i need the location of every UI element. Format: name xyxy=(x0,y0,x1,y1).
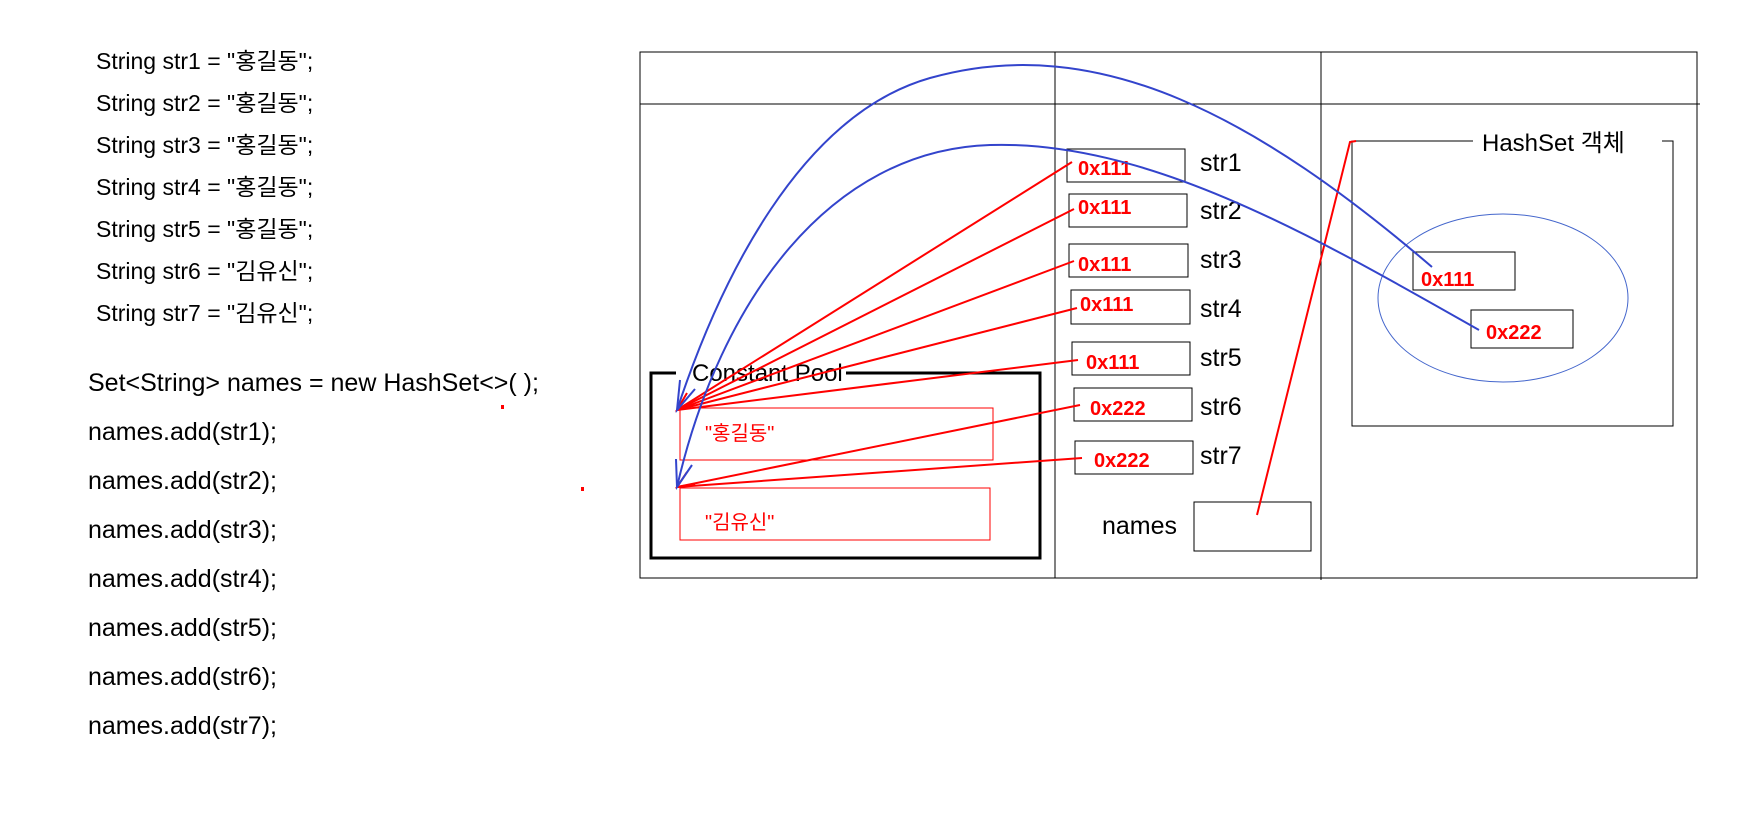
hashset-title: HashSet 객체 xyxy=(1482,130,1625,157)
code-line: names.add(str1); xyxy=(88,418,277,446)
var-name: str6 xyxy=(1200,393,1242,421)
reference-arrow xyxy=(676,404,1081,488)
var-address: 0x222 xyxy=(1094,450,1150,472)
var-box xyxy=(1071,341,1191,376)
pool-string-box xyxy=(679,407,994,461)
var-name: str1 xyxy=(1200,149,1242,177)
var-address: 0x111 xyxy=(1078,197,1131,219)
var-address: 0x111 xyxy=(1078,158,1131,180)
code-line: String str1 = "홍길동"; xyxy=(96,48,314,74)
code-line: names.add(str4); xyxy=(88,565,277,593)
arrowhead xyxy=(675,379,696,414)
code-line: String str6 = "김유신"; xyxy=(96,258,314,284)
names-var-label: names xyxy=(1102,512,1177,540)
pool-string: "김유신" xyxy=(705,511,774,534)
code-line: names.add(str5); xyxy=(88,614,277,642)
var-box xyxy=(1070,289,1191,325)
code-line: String str2 = "홍길동"; xyxy=(96,90,314,116)
reference-arrow xyxy=(676,260,1075,411)
stray-mark xyxy=(501,405,504,409)
var-address: 0x111 xyxy=(1078,254,1131,276)
memory-frame xyxy=(639,51,1700,580)
code-line: String str7 = "김유신"; xyxy=(96,300,314,326)
code-line: names.add(str2); xyxy=(88,467,277,495)
var-address: 0x111 xyxy=(1086,352,1139,374)
var-address: 0x222 xyxy=(1090,398,1146,420)
var-name: str3 xyxy=(1200,246,1242,274)
var-name: str7 xyxy=(1200,442,1242,470)
set-arrow xyxy=(676,143,1480,488)
set-arrow xyxy=(676,64,1433,411)
code-line: names.add(str7); xyxy=(88,712,277,740)
stack-variables: 0x111 str1 0x111 str2 0x111 str3 0x111 s… xyxy=(1066,148,1312,552)
code-line: names.add(str6); xyxy=(88,663,277,691)
hashset-entry: 0x111 xyxy=(1421,269,1474,291)
var-box xyxy=(1068,193,1188,228)
reference-arrow xyxy=(676,161,1073,411)
var-box xyxy=(1068,243,1189,278)
var-box xyxy=(1073,387,1193,422)
hashset-object: HashSet 객체 0x111 0x222 xyxy=(1351,130,1674,427)
pool-string-box xyxy=(679,487,991,541)
pool-string: "홍길동" xyxy=(705,422,774,445)
var-address: 0x111 xyxy=(1080,294,1133,316)
hashset-entry-box xyxy=(1470,309,1574,349)
var-box xyxy=(1074,440,1194,475)
var-name: str5 xyxy=(1200,344,1242,372)
reference-arrow xyxy=(676,307,1078,411)
stray-mark xyxy=(581,487,584,491)
code-line: String str3 = "홍길동"; xyxy=(96,132,314,158)
reference-arrow xyxy=(676,359,1079,411)
names-var-box xyxy=(1193,501,1312,552)
code-line: String str4 = "홍길동"; xyxy=(96,174,314,200)
var-name: str4 xyxy=(1200,295,1242,323)
reference-arrow-names xyxy=(1256,140,1357,516)
arrowhead xyxy=(675,458,693,491)
hashset-ellipse xyxy=(1377,213,1629,383)
hashset-entry: 0x222 xyxy=(1486,322,1542,344)
reference-arrow xyxy=(676,457,1083,488)
code-line: Set<String> names = new HashSet<>( ); xyxy=(88,369,539,397)
reference-arrows xyxy=(674,140,1357,516)
hashset-entry-box xyxy=(1412,251,1516,291)
reference-arrow xyxy=(676,208,1075,411)
code-line: names.add(str3); xyxy=(88,516,277,544)
code-line: String str5 = "홍길동"; xyxy=(96,216,314,242)
set-arrows xyxy=(675,64,1480,491)
